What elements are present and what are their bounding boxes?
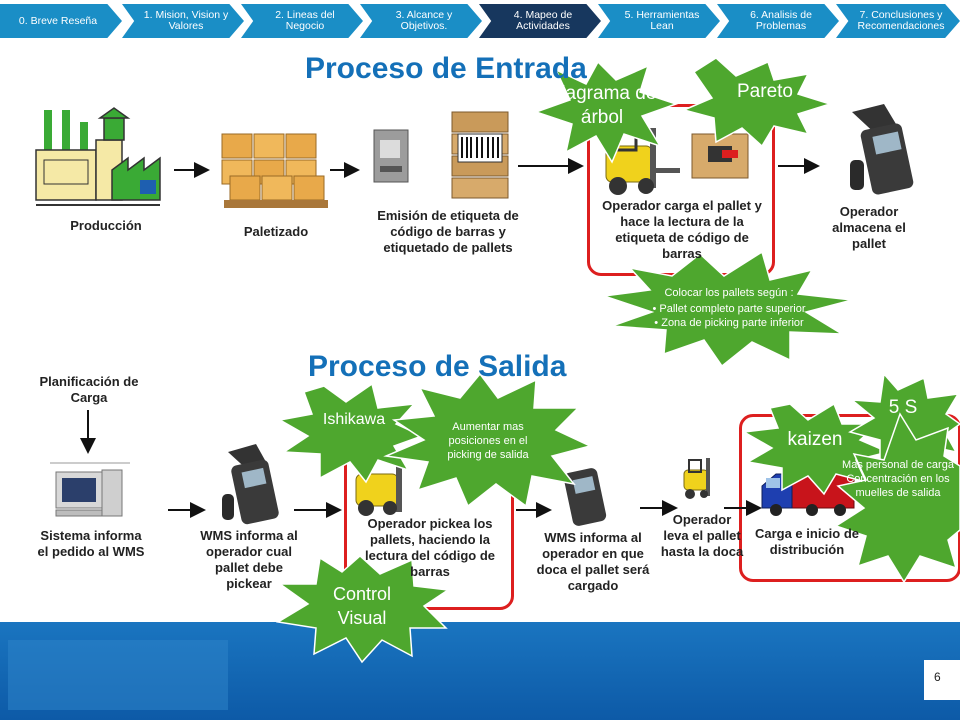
nav-tabs: 0. Breve Reseña 1. Mision, Vision y Valo… <box>0 0 960 42</box>
step-planificacion: Planificación de Carga <box>39 374 139 405</box>
step-wms-doca: WMS informa al operador en que doca el p… <box>536 530 650 593</box>
handheld-scanner-icon-2 <box>222 444 279 525</box>
footer-page-box <box>924 660 960 700</box>
callout-ishikawa-burst <box>277 382 424 484</box>
callout-diagrama-burst <box>533 60 679 164</box>
callout-diagrama-arbol: Diagrama de árbol <box>547 83 657 128</box>
step-pickeo: Operador pickea los pallets, haciendo la… <box>364 516 496 579</box>
step-paletizado: Paletizado <box>243 224 309 239</box>
callout-mas-personal: Mas personal de carga Concentración en l… <box>836 458 960 500</box>
callout-aumentar-burst <box>383 372 593 508</box>
step-distribucion: Carga e inicio de distribución <box>754 526 860 557</box>
callout-aumentar: Aumentar mas posiciones en el picking de… <box>447 421 529 461</box>
callout-control-burst <box>275 554 451 664</box>
salida-title: Proceso de Salida <box>308 350 567 383</box>
callout-mas-personal-line: Mas personal de carga <box>842 459 954 471</box>
step-produccion: Producción <box>70 218 142 233</box>
handheld-scanner-icon <box>850 104 914 195</box>
callout-colocar-item: Pallet completo parte superior <box>624 302 834 316</box>
callout-colocar: Colocar los pallets según : Pallet compl… <box>624 286 834 330</box>
tab-mision-vision[interactable]: 1. Mision, Vision y Valores <box>122 4 244 38</box>
callout-control-visual: Control Visual <box>332 584 392 628</box>
callout-kaizen: kaizen <box>787 429 843 450</box>
computer-icon <box>50 462 130 517</box>
small-forklift-icon <box>683 458 710 499</box>
callout-pareto: Pareto <box>737 81 793 102</box>
step-carga-lectura: Operador carga el pallet y hace la lectu… <box>602 198 762 261</box>
label-printer-icon <box>373 129 409 183</box>
tab-alcance-objetivos[interactable]: 3. Alcance y Objetivos. <box>360 4 482 38</box>
step-wms-informa: WMS informa al operador cual pallet debe… <box>200 528 298 591</box>
callout-colocar-title: Colocar los pallets según : <box>664 287 794 299</box>
page-number: 6 <box>934 670 941 684</box>
step-almacena: Operador almacena el pallet <box>832 204 906 251</box>
tab-herramientas-lean[interactable]: 5. Herramientas Lean <box>598 4 720 38</box>
tab-breve-resena[interactable]: 0. Breve Reseña <box>0 4 122 38</box>
factory-icon <box>35 107 161 206</box>
tab-mapeo-actividades[interactable]: 4. Mapeo de Actividades <box>479 4 601 38</box>
step-emision-etiqueta: Emisión de etiqueta de código de barras … <box>377 208 519 255</box>
step-lleva-doca: Operador leva el pallet hasta la doca <box>660 512 744 559</box>
tab-conclusiones[interactable]: 7. Conclusiones y Recomendaciones <box>836 4 960 38</box>
step-sistema: Sistema informa el pedido al WMS <box>37 528 145 559</box>
entrada-title: Proceso de Entrada <box>305 52 587 85</box>
forklift-icon <box>605 128 680 195</box>
tab-lineas-negocio[interactable]: 2. Lineas del Negocio <box>241 4 363 38</box>
callout-ishikawa: Ishikawa <box>322 411 386 428</box>
callout-5s: 5 S <box>888 397 918 418</box>
pallet-boxes-icon <box>221 133 328 208</box>
callout-colocar-item: Zona de picking parte inferior <box>624 316 834 330</box>
callout-mas-personal-burst <box>834 412 960 584</box>
barcode-boxes-icon <box>451 111 509 199</box>
callout-kaizen-burst <box>741 402 891 496</box>
callout-pareto-burst <box>681 57 833 148</box>
callout-concentracion-line: Concentración en los muelles de salida <box>846 473 950 499</box>
handheld-scanner-icon-3 <box>563 468 607 526</box>
tab-analisis-problemas[interactable]: 6. Analisis de Problemas <box>717 4 839 38</box>
footer-panel <box>8 640 228 710</box>
scanner-box-icon <box>691 133 749 179</box>
